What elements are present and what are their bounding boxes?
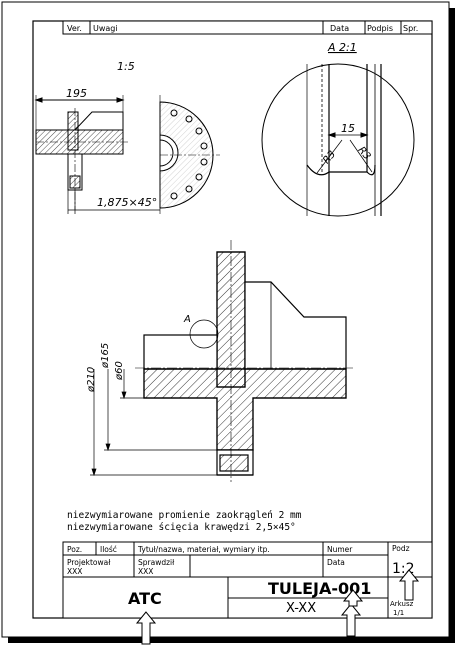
tb-ilosc: Ilość xyxy=(100,545,117,554)
tb-arkusz-value: 1/1 xyxy=(393,609,404,617)
tb-data: Data xyxy=(327,558,345,567)
detail-view-label: A 2:1 xyxy=(327,41,357,54)
tb-sprawdzil: Sprawdził xyxy=(138,558,175,567)
callout-arrows xyxy=(135,569,420,645)
tb-tytul: Tytuł/nazwa, materiał, wymiary itp. xyxy=(137,545,270,554)
tb-projektowal-value: XXX xyxy=(67,567,82,576)
rev-uwagi-label: Uwagi xyxy=(93,24,118,33)
dim-60: ø60 xyxy=(114,361,125,381)
small-front-view xyxy=(159,95,220,214)
dim-15: 15 xyxy=(341,122,355,135)
dim-165: ø165 xyxy=(100,343,111,369)
dim-chamfer: 1,875×45° xyxy=(97,196,157,209)
tb-podz: Podz xyxy=(392,544,410,553)
tb-poz: Poz. xyxy=(67,545,82,554)
tb-numer: Numer xyxy=(327,545,353,554)
tb-part-number: X-XX xyxy=(286,601,316,616)
rev-spr-label: Spr. xyxy=(403,24,418,33)
revision-header: Ver. Uwagi Data Podpis Spr. xyxy=(62,20,433,35)
small-view-scale: 1:5 xyxy=(117,60,135,73)
main-section-view xyxy=(135,240,355,482)
tb-sprawdzil-value: XXX xyxy=(138,567,153,576)
rev-ver-label: Ver. xyxy=(67,24,82,33)
tb-company: ATC xyxy=(128,589,162,608)
tb-arkusz: Arkusz xyxy=(390,600,414,608)
rev-data-label: Data xyxy=(330,24,349,33)
small-side-view xyxy=(34,95,160,214)
note-line-1: niezwymiarowane promienie zaokrągleń 2 m… xyxy=(67,510,302,521)
main-vertical-dims xyxy=(90,369,217,477)
detail-view-a xyxy=(261,63,415,217)
arrow-company xyxy=(135,611,157,645)
section-marker-a: A xyxy=(183,314,191,325)
tb-part-name: TULEJA-001 xyxy=(268,579,371,598)
arrow-scale xyxy=(398,569,420,601)
dim-195: 195 xyxy=(66,87,87,100)
title-block xyxy=(62,541,433,619)
arrow-part-name xyxy=(342,589,364,607)
note-line-2: niezwymiarowane ścięcia krawędzi 2,5×45° xyxy=(67,522,296,533)
arrow-part-number xyxy=(340,603,362,637)
dim-210: ø210 xyxy=(86,367,97,393)
tb-projektowal: Projektował xyxy=(67,558,111,567)
rev-podpis-label: Podpis xyxy=(367,24,393,33)
